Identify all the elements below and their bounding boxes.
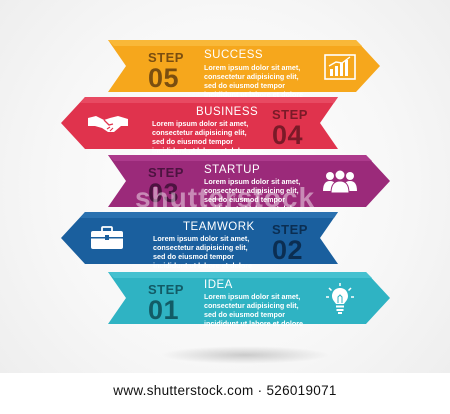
step-05-title: SUCCESS [204, 49, 264, 61]
step-04-arrow-shape [61, 97, 338, 149]
step-02-arrow-shape [61, 212, 338, 264]
footer-text: www.shutterstock.com · 526019071 [113, 383, 337, 398]
briefcase-icon [91, 226, 123, 249]
step-04-title: BUSINESS [196, 106, 259, 118]
step-03-arrow-shape [108, 155, 390, 207]
step-02-band: TEAMWORK Lorem ipsum dolor sit amet,cons… [0, 212, 450, 270]
step-01-arrow-shape [108, 272, 390, 324]
handshake-icon [88, 116, 128, 132]
bar-chart-icon [324, 54, 356, 80]
step-04-description: Lorem ipsum dolor sit amet,consectetur a… [152, 119, 252, 155]
footer-bar: www.shutterstock.com · 526019071 [0, 373, 450, 414]
people-icon [323, 169, 357, 193]
step-05-description: Lorem ipsum dolor sit amet,consectetur a… [204, 63, 304, 99]
step-02-description: Lorem ipsum dolor sit amet,consectetur a… [153, 234, 253, 270]
lightbulb-icon [326, 283, 354, 314]
step-05-arrow-shape [108, 40, 380, 92]
watermark: shutterstock [134, 182, 316, 213]
step-02-title: TEAMWORK [183, 221, 255, 233]
step-04-band: BUSINESS Lorem ipsum dolor sit amet,cons… [0, 97, 450, 155]
step-03-title: STARTUP [204, 164, 261, 176]
drop-shadow [160, 346, 330, 364]
step-01-title: IDEA [204, 279, 233, 291]
step-03-description: Lorem ipsum dolor sit amet,consectetur a… [204, 177, 304, 213]
step-01-description: Lorem ipsum dolor sit amet,consectetur a… [204, 292, 304, 328]
